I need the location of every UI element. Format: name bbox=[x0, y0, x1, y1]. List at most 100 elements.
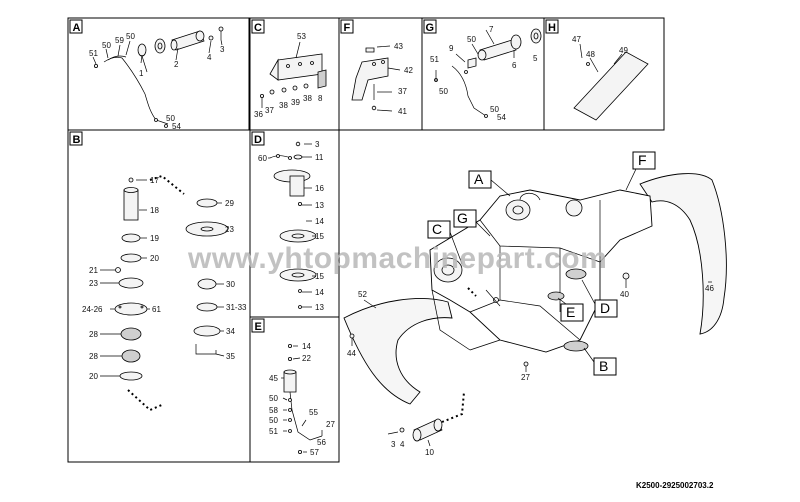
watermark-text: www.yhtopmachinepart.com bbox=[187, 242, 607, 275]
panel-f-drawing: 43 42 37 41 bbox=[351, 42, 413, 116]
panel-c-num: 38 bbox=[303, 94, 312, 103]
panel-e-num: 50 bbox=[269, 416, 278, 425]
panel-e-label: E bbox=[255, 321, 262, 333]
main-callouts: A B C D E F G bbox=[427, 151, 656, 376]
panel-d-num: 3 bbox=[315, 140, 320, 149]
panel-c-drawing: 53 36 37 38 39 38 8 bbox=[254, 32, 327, 119]
main-assembly bbox=[343, 173, 727, 442]
panel-g-drawing: 7 50 9 51 6 5 50 50 54 bbox=[430, 25, 542, 122]
panel-b-num: 24-26 bbox=[82, 305, 103, 314]
callout-d: D bbox=[600, 300, 610, 316]
panel-b-num: 18 bbox=[150, 206, 159, 215]
panel-a-num: 59 bbox=[115, 36, 124, 45]
panel-g-num: 7 bbox=[489, 25, 494, 34]
panel-d-num: 15 bbox=[315, 232, 324, 241]
main-num-44: 44 bbox=[347, 349, 356, 358]
panel-c-num: 8 bbox=[318, 94, 323, 103]
panel-g-num: 51 bbox=[430, 55, 439, 64]
panel-a-num: 54 bbox=[172, 122, 181, 131]
panel-f-num: 41 bbox=[398, 107, 407, 116]
panel-a-num: 50 bbox=[102, 41, 111, 50]
panel-f-num: 43 bbox=[394, 42, 403, 51]
main-frame bbox=[429, 189, 653, 353]
panel-h-num: 48 bbox=[586, 50, 595, 59]
panel-a-drawing: 51 50 59 50 1 2 4 3 1 50 54 bbox=[89, 26, 225, 131]
panel-a-num: 50 bbox=[166, 114, 175, 123]
panel-e-drawing: 14 22 45 50 58 50 51 55 27 56 57 bbox=[269, 342, 335, 457]
panel-g bbox=[421, 17, 545, 131]
panel-c-label: C bbox=[254, 22, 262, 34]
panel-f-num: 37 bbox=[398, 87, 407, 96]
panel-d-num: 15 bbox=[315, 272, 324, 281]
panel-b bbox=[67, 129, 251, 463]
panel-e-num: 27 bbox=[326, 420, 335, 429]
panel-f-num: 42 bbox=[404, 66, 413, 75]
callout-a: A bbox=[474, 171, 484, 187]
main-num-52: 52 bbox=[358, 290, 367, 299]
panel-b-num: 28 bbox=[89, 330, 98, 339]
panel-b-num: 20 bbox=[150, 254, 159, 263]
callout-f: F bbox=[638, 152, 647, 168]
panel-b-num: 23 bbox=[89, 279, 98, 288]
panel-labels: A C F G H B D E bbox=[69, 19, 559, 333]
callout-e: E bbox=[566, 304, 575, 320]
panel-b-num: 17 bbox=[150, 176, 159, 185]
panel-b-num: 61 bbox=[152, 305, 161, 314]
main-num-3: 3 bbox=[391, 440, 396, 449]
panel-b-drawing: 17 18 19 20 21 23 24-26 61 28 28 20 29 2… bbox=[82, 174, 247, 412]
main-num-27: 27 bbox=[521, 373, 530, 382]
panel-e-num: 14 bbox=[302, 342, 311, 351]
panel-d-num: 13 bbox=[315, 303, 324, 312]
panel-c-num: 38 bbox=[279, 101, 288, 110]
panel-a-label: A bbox=[73, 22, 81, 34]
panel-g-num: 50 bbox=[439, 87, 448, 96]
panel-c-num: 37 bbox=[265, 106, 274, 115]
panel-c-num: 39 bbox=[291, 98, 300, 107]
front-fender bbox=[343, 298, 453, 405]
panel-d-num: 60 bbox=[258, 154, 267, 163]
callout-b: B bbox=[599, 358, 608, 374]
panel-e-num: 55 bbox=[309, 408, 318, 417]
panel-b-num: 21 bbox=[89, 266, 98, 275]
panel-e-num: 45 bbox=[269, 374, 278, 383]
panel-c-num: 53 bbox=[297, 32, 306, 41]
drawing-code: K2500-2925002703.2 bbox=[636, 481, 714, 490]
panel-g-num: 9 bbox=[449, 44, 454, 53]
panel-d-num: 14 bbox=[315, 217, 324, 226]
panel-b-label: B bbox=[73, 134, 81, 146]
main-num-46: 46 bbox=[705, 284, 714, 293]
panel-f-label: F bbox=[344, 22, 351, 34]
main-part-numbers: 52 44 27 46 40 3 4 10 bbox=[347, 279, 714, 457]
panel-b-num: 35 bbox=[226, 352, 235, 361]
panel-d-num: 13 bbox=[315, 201, 324, 210]
panel-d-drawing: 3 60 11 16 13 14 15 15 14 13 bbox=[258, 140, 324, 312]
panel-frames bbox=[67, 17, 665, 463]
panel-g-num: 50 bbox=[467, 35, 476, 44]
panel-a-num: 2 bbox=[174, 60, 179, 69]
panel-a bbox=[67, 17, 250, 131]
panel-e-num: 56 bbox=[317, 438, 326, 447]
panel-d-label: D bbox=[254, 134, 262, 146]
panel-h bbox=[543, 17, 665, 131]
panel-e-num: 50 bbox=[269, 394, 278, 403]
panel-b-num: 29 bbox=[225, 199, 234, 208]
panel-a-num: 50 bbox=[126, 32, 135, 41]
panel-g-num: 50 bbox=[490, 105, 499, 114]
callout-g: G bbox=[457, 210, 468, 226]
panel-b-num: 28 bbox=[89, 352, 98, 361]
panel-a-num: 4 bbox=[207, 53, 212, 62]
panel-d-num: 11 bbox=[315, 153, 324, 162]
rear-fender bbox=[639, 173, 727, 335]
panel-e-num: 57 bbox=[310, 448, 319, 457]
panel-g-label: G bbox=[426, 22, 435, 34]
panel-g-num: 5 bbox=[533, 54, 538, 63]
panel-e-num: 22 bbox=[302, 354, 311, 363]
main-num-4: 4 bbox=[400, 440, 405, 449]
panel-e-num: 51 bbox=[269, 427, 278, 436]
panel-b-num: 34 bbox=[226, 327, 235, 336]
panel-a-num: 3 bbox=[220, 45, 225, 54]
panel-a-num: 1 bbox=[139, 69, 144, 78]
panel-c-num: 36 bbox=[254, 110, 263, 119]
main-num-40: 40 bbox=[620, 290, 629, 299]
